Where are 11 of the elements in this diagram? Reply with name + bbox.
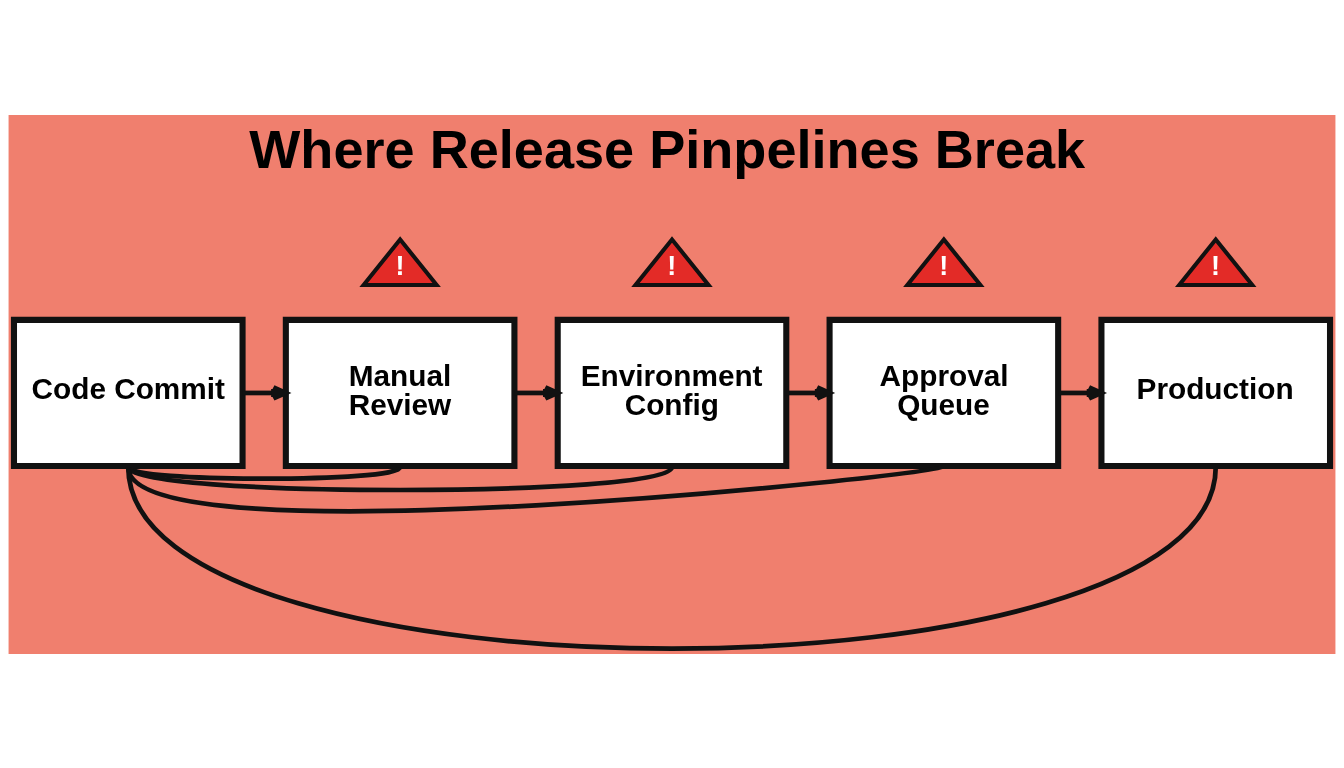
arrow (242, 384, 289, 401)
arrow (1058, 384, 1104, 401)
connector (126, 466, 1218, 651)
arrow (514, 384, 560, 401)
node-box: Code Commit (10, 316, 246, 469)
node-box: Approval Queue (826, 316, 1062, 469)
node-box: Production (1098, 316, 1334, 469)
arrow (786, 384, 832, 401)
diagram-title: Where Release Pinpelines Break (249, 118, 1086, 179)
node-box: Environment Config (554, 316, 790, 469)
node-box: Manual Review (282, 316, 518, 469)
